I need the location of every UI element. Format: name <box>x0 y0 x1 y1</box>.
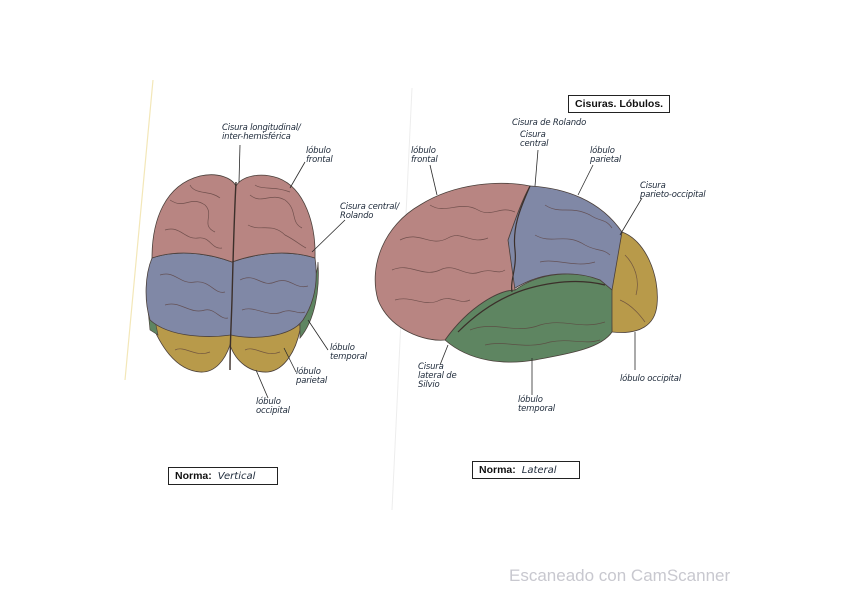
lateral-view-brain <box>374 182 658 363</box>
label-lateral-parietal-lobe: lóbulo parietal <box>590 147 621 165</box>
label-line: temporal <box>518 404 555 414</box>
norma-value: Vertical <box>217 471 256 482</box>
label-vertical-occipital-lobe: lóbulo occipital <box>256 398 290 416</box>
label-vertical-parietal-lobe: lóbulo parietal <box>296 368 327 386</box>
lateral-sylvian-fissure <box>457 280 606 333</box>
vertical-gyri <box>159 184 309 354</box>
label-lateral-central-fissure: Cisura central <box>520 131 548 149</box>
lateral-frontal-lobe <box>374 182 531 341</box>
label-line: temporal <box>330 352 367 362</box>
label-lateral-rolando: Cisura de Rolando <box>512 119 586 128</box>
label-line: lóbulo <box>256 397 281 407</box>
label-line: Rolando <box>340 211 374 221</box>
norma-prefix: Norma: <box>479 464 516 476</box>
label-line: Cisura <box>640 181 666 191</box>
label-line: lóbulo <box>330 343 355 353</box>
label-lateral-sylvian-fissure: Cisura lateral de Silvio <box>418 363 457 390</box>
label-line: lóbulo <box>590 146 615 156</box>
label-line: lóbulo <box>411 146 436 156</box>
label-line: frontal <box>411 155 438 165</box>
label-line: lóbulo <box>306 146 331 156</box>
label-line: Cisura central/ <box>340 202 400 212</box>
lateral-occipital-lobe <box>609 231 658 333</box>
label-line: central <box>520 139 549 149</box>
vertical-frontal-lobe <box>151 174 316 263</box>
norma-vertical-box: Norma: Vertical <box>168 467 278 485</box>
label-line: lóbulo <box>518 395 543 405</box>
label-line: Cisura <box>418 362 444 372</box>
vertical-leader-lines <box>238 144 346 399</box>
scan-edge-left <box>124 79 154 381</box>
label-vertical-frontal-lobe: lóbulo frontal <box>306 147 333 165</box>
label-lateral-temporal-lobe: lóbulo temporal <box>518 396 555 414</box>
norma-value: Lateral <box>521 465 557 476</box>
label-lateral-occipital-lobe: lóbulo occipital <box>620 375 681 384</box>
lateral-central-sulcus <box>511 185 531 293</box>
label-vertical-central-fissure: Cisura central/ Rolando <box>340 203 399 221</box>
label-line: occipital <box>256 406 290 416</box>
label-lateral-parieto-occipital-fissure: Cisura parieto-occipital <box>640 181 706 200</box>
label-line: parietal <box>296 376 327 386</box>
label-line: Silvio <box>418 380 440 390</box>
label-line: Cisura <box>520 130 546 140</box>
label-line: lóbulo occipital <box>620 374 681 384</box>
label-vertical-temporal-lobe: lóbulo temporal <box>330 344 367 362</box>
label-line: Cisura longitudinal/ <box>222 123 301 133</box>
norma-lateral-box: Norma: Lateral <box>472 461 580 479</box>
label-line: parieto-occipital <box>640 190 706 200</box>
label-line: parietal <box>590 155 621 165</box>
label-line: lóbulo <box>296 367 321 377</box>
norma-prefix: Norma: <box>175 470 212 482</box>
vertical-view-brain <box>145 174 319 373</box>
label-interhemispheric-fissure: Cisura longitudinal/ inter-hemisférica <box>222 124 301 142</box>
camscanner-watermark: Escaneado con CamScanner <box>509 566 731 585</box>
title-text: Cisuras. Lóbulos. <box>575 98 664 110</box>
label-line: Cisura de Rolando <box>512 118 587 128</box>
label-line: frontal <box>306 155 333 165</box>
title-box: Cisuras. Lóbulos. <box>568 95 671 113</box>
lateral-gyri <box>391 204 646 346</box>
vertical-midline-fissure <box>229 181 237 371</box>
label-line: inter-hemisférica <box>222 132 291 142</box>
label-lateral-frontal-lobe: lóbulo frontal <box>411 147 438 165</box>
label-line: lateral de <box>418 371 457 381</box>
lateral-leader-lines <box>429 149 643 395</box>
